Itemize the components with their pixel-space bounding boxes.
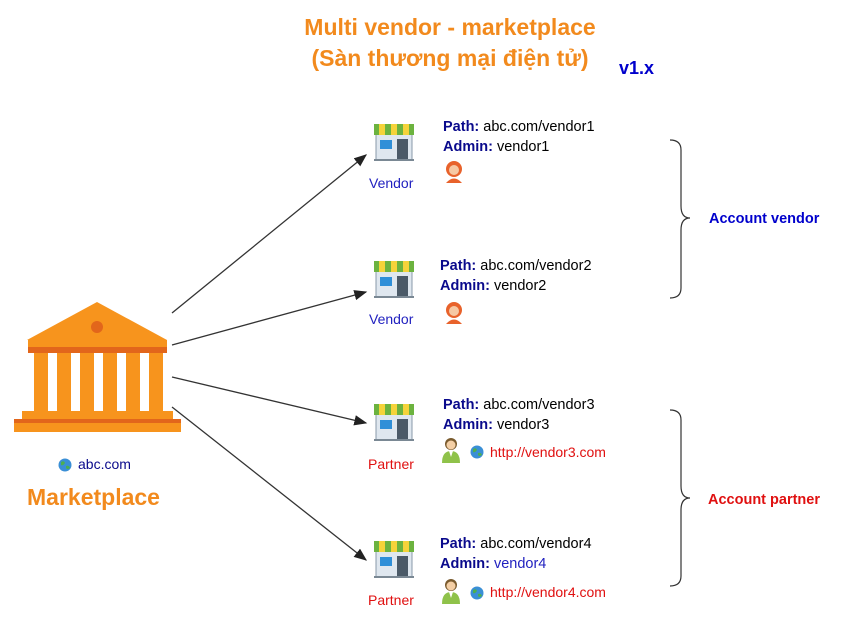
path-value: abc.com/vendor1 (483, 119, 595, 135)
globe-icon (58, 458, 72, 472)
path-value: abc.com/vendor2 (480, 258, 592, 274)
marketplace-url: abc.com (78, 456, 131, 472)
node-type-label: Vendor (369, 175, 414, 191)
node-type-label: Partner (368, 456, 414, 472)
vendor3-info: Path: abc.com/vendor3 Admin: vendor3 (443, 395, 595, 435)
admin-label: Admin: (443, 417, 493, 433)
node-type-label: Partner (368, 592, 414, 608)
account-partner-label: Account partner (708, 492, 820, 508)
node-type-label: Vendor (369, 311, 414, 327)
admin-value: vendor4 (493, 556, 547, 572)
store-icon (373, 540, 415, 579)
admin-label: Admin: (440, 556, 490, 572)
admin-label: Admin: (440, 278, 490, 294)
admin-avatar-icon (446, 161, 462, 183)
admin-value: vendor1 (496, 139, 550, 155)
path-label: Path: (443, 397, 480, 413)
store-icon (373, 403, 415, 442)
diagram-title: Multi vendor - marketplace (304, 14, 596, 40)
vendor4-link[interactable]: http://vendor4.com (490, 584, 606, 600)
store-icon (373, 123, 415, 162)
admin-avatar-icon (442, 438, 460, 463)
path-label: Path: (440, 536, 477, 552)
vendor4-info: Path: abc.com/vendor4 Admin: vendor4 (440, 534, 592, 574)
arrow-to-vendor2 (171, 290, 368, 346)
path-label: Path: (443, 119, 480, 135)
version-label: v1.x (619, 58, 655, 78)
arrow-to-vendor3 (171, 376, 368, 426)
vendor3-link[interactable]: http://vendor3.com (490, 444, 606, 460)
admin-avatar-icon (442, 579, 460, 604)
partner-group-bracket (669, 409, 691, 587)
marketplace-label: Marketplace (27, 484, 160, 510)
vendor2-info: Path: abc.com/vendor2 Admin: vendor2 (440, 256, 592, 296)
path-value: abc.com/vendor4 (480, 536, 592, 552)
diagram-subtitle: (Sàn thương mại điện tử) (311, 45, 589, 71)
admin-value: vendor2 (493, 278, 547, 294)
store-icon (373, 260, 415, 299)
arrow-to-vendor4 (171, 406, 368, 561)
arrow-to-vendor1 (171, 154, 368, 314)
vendor-group-bracket (669, 139, 691, 299)
vendor1-info: Path: abc.com/vendor1 Admin: vendor1 (443, 117, 595, 157)
account-vendor-label: Account vendor (709, 211, 820, 227)
admin-value: vendor3 (496, 417, 550, 433)
globe-icon (470, 586, 484, 600)
admin-label: Admin: (443, 139, 493, 155)
admin-avatar-icon (446, 302, 462, 324)
bank-building-icon (14, 302, 181, 432)
path-label: Path: (440, 258, 477, 274)
globe-icon (470, 445, 484, 459)
path-value: abc.com/vendor3 (483, 397, 595, 413)
